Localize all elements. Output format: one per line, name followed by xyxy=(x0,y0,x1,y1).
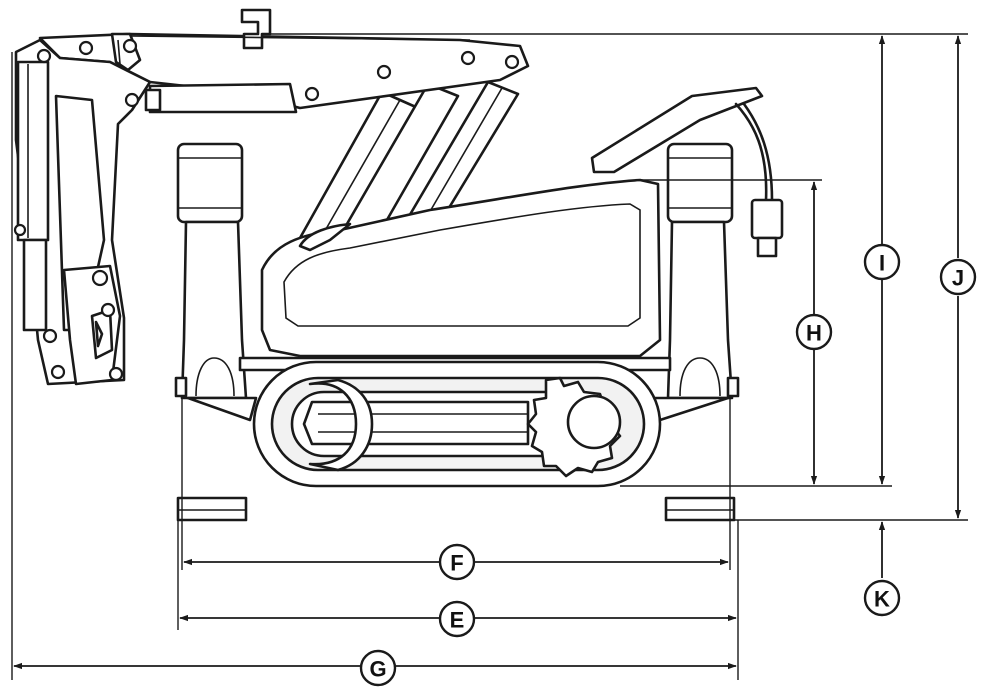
crawler-track xyxy=(252,360,662,488)
label-badge-f: F xyxy=(438,543,476,581)
left-leg xyxy=(174,142,248,522)
machine-outline xyxy=(13,8,784,522)
label-badge-j: J xyxy=(939,258,977,296)
dimension-lines xyxy=(11,33,968,680)
label-badge-h: H xyxy=(795,313,833,351)
boom-cylinders xyxy=(298,80,520,252)
label-i: I xyxy=(879,251,885,276)
right-leg xyxy=(664,142,740,522)
label-badge-g: G xyxy=(359,649,397,687)
operator-handle xyxy=(590,86,784,258)
label-badge-k: K xyxy=(863,579,901,617)
label-k: K xyxy=(874,587,890,612)
front-outrigger xyxy=(14,38,152,386)
label-j: J xyxy=(952,266,964,291)
label-g: G xyxy=(369,657,386,682)
label-e: E xyxy=(450,608,465,633)
pivot-pins xyxy=(13,38,520,382)
label-h: H xyxy=(806,321,822,346)
label-f: F xyxy=(450,551,463,576)
label-badge-e: E xyxy=(438,600,476,638)
main-body xyxy=(260,178,662,358)
label-badge-i: I xyxy=(863,243,901,281)
